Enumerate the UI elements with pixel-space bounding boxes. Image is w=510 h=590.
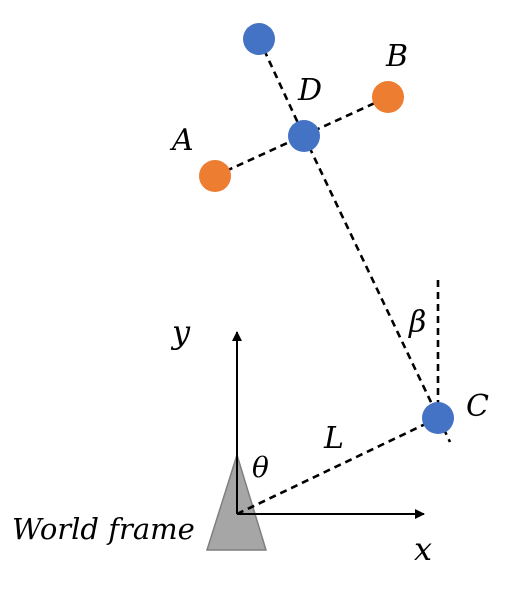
label-x-axis: x [414,530,432,568]
line-D-to-C [302,135,452,443]
label-theta: θ [252,451,269,484]
label-L: L [323,421,344,456]
label-C: C [466,389,489,424]
label-y-axis: y [170,313,191,351]
label-world-frame: World frame [12,512,195,546]
line-top-to-D [257,38,306,137]
line-L-origin-to-C [236,416,439,516]
point-top [243,23,275,55]
label-B: B [385,39,408,74]
label-beta: β [408,305,426,340]
point-C [422,402,454,434]
line-A-to-B [214,95,389,178]
point-A [199,160,231,192]
point-B [372,81,404,113]
label-D: D [297,73,322,108]
point-D [288,120,320,152]
label-A: A [169,123,194,158]
